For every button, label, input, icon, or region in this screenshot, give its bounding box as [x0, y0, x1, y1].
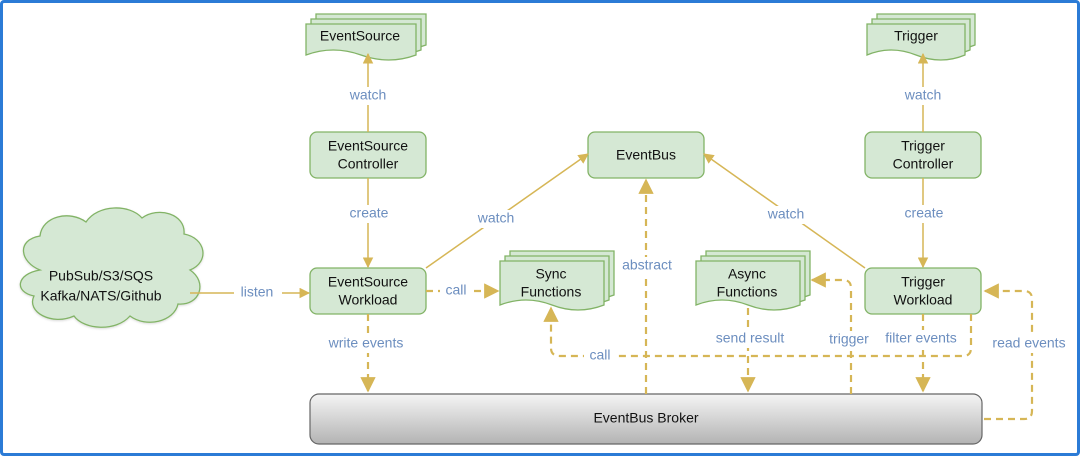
eventbus-broker-node: EventBus Broker: [309, 393, 983, 445]
label-call-sync: call: [445, 282, 466, 298]
label-listen: listen: [241, 284, 274, 300]
eventsource-controller-line1: EventSource: [328, 138, 408, 154]
trigger-label: Trigger: [894, 28, 938, 44]
eventbus-label: EventBus: [616, 147, 676, 163]
edge-trigger: [810, 272, 853, 394]
label-create-trigger: create: [905, 205, 944, 221]
eventsource-workload-line2: Workload: [339, 292, 398, 308]
trigger-workload-node: Trigger Workload: [864, 267, 982, 315]
eventsource-workload-node: EventSource Workload: [309, 267, 427, 315]
edge-read-events: [983, 283, 1034, 421]
external-sources-line2: Kafka/NATS/Github: [40, 288, 161, 304]
sync-functions-line2: Functions: [521, 284, 582, 300]
edge-call-back: [543, 306, 973, 358]
async-functions-line1: Async: [728, 266, 766, 282]
label-watch-eventbus-right: watch: [767, 206, 805, 222]
label-read-events: read events: [992, 335, 1065, 351]
eventsource-controller-line2: Controller: [338, 156, 399, 172]
external-sources-cloud: PubSub/S3/SQS Kafka/NATS/Github: [19, 207, 204, 328]
dashed-edges: [360, 178, 1034, 421]
eventbus-node: EventBus: [587, 131, 705, 179]
label-watch-trigger: watch: [904, 87, 942, 103]
sync-functions-node: Sync Functions: [499, 250, 615, 311]
async-functions-line2: Functions: [717, 284, 778, 300]
label-create-eventsource: create: [350, 205, 389, 221]
trigger-workload-line1: Trigger: [901, 274, 945, 290]
eventsource-label: EventSource: [320, 28, 400, 44]
sync-functions-line1: Sync: [535, 266, 566, 282]
trigger-controller-line2: Controller: [893, 156, 954, 172]
label-watch-eventsource: watch: [349, 87, 387, 103]
edge-labels: watch watch create create watch watch li…: [234, 87, 1072, 365]
eventbus-broker-label: EventBus Broker: [593, 410, 698, 426]
eventsource-workload-line1: EventSource: [328, 274, 408, 290]
eventsource-controller-node: EventSource Controller: [309, 131, 427, 179]
eventsource-resource-node: EventSource: [305, 13, 427, 61]
external-sources-line1: PubSub/S3/SQS: [49, 268, 153, 284]
label-write-events: write events: [328, 335, 404, 351]
trigger-controller-line1: Trigger: [901, 138, 945, 154]
label-call-back: call: [589, 347, 610, 363]
async-functions-node: Async Functions: [695, 250, 811, 311]
label-abstract: abstract: [622, 257, 672, 273]
label-trigger: trigger: [829, 331, 869, 347]
label-watch-eventbus-left: watch: [477, 210, 515, 226]
label-send-result: send result: [716, 330, 785, 346]
trigger-resource-node: Trigger: [866, 13, 976, 61]
trigger-workload-line2: Workload: [894, 292, 953, 308]
label-filter-events: filter events: [885, 330, 957, 346]
trigger-controller-node: Trigger Controller: [864, 131, 982, 179]
